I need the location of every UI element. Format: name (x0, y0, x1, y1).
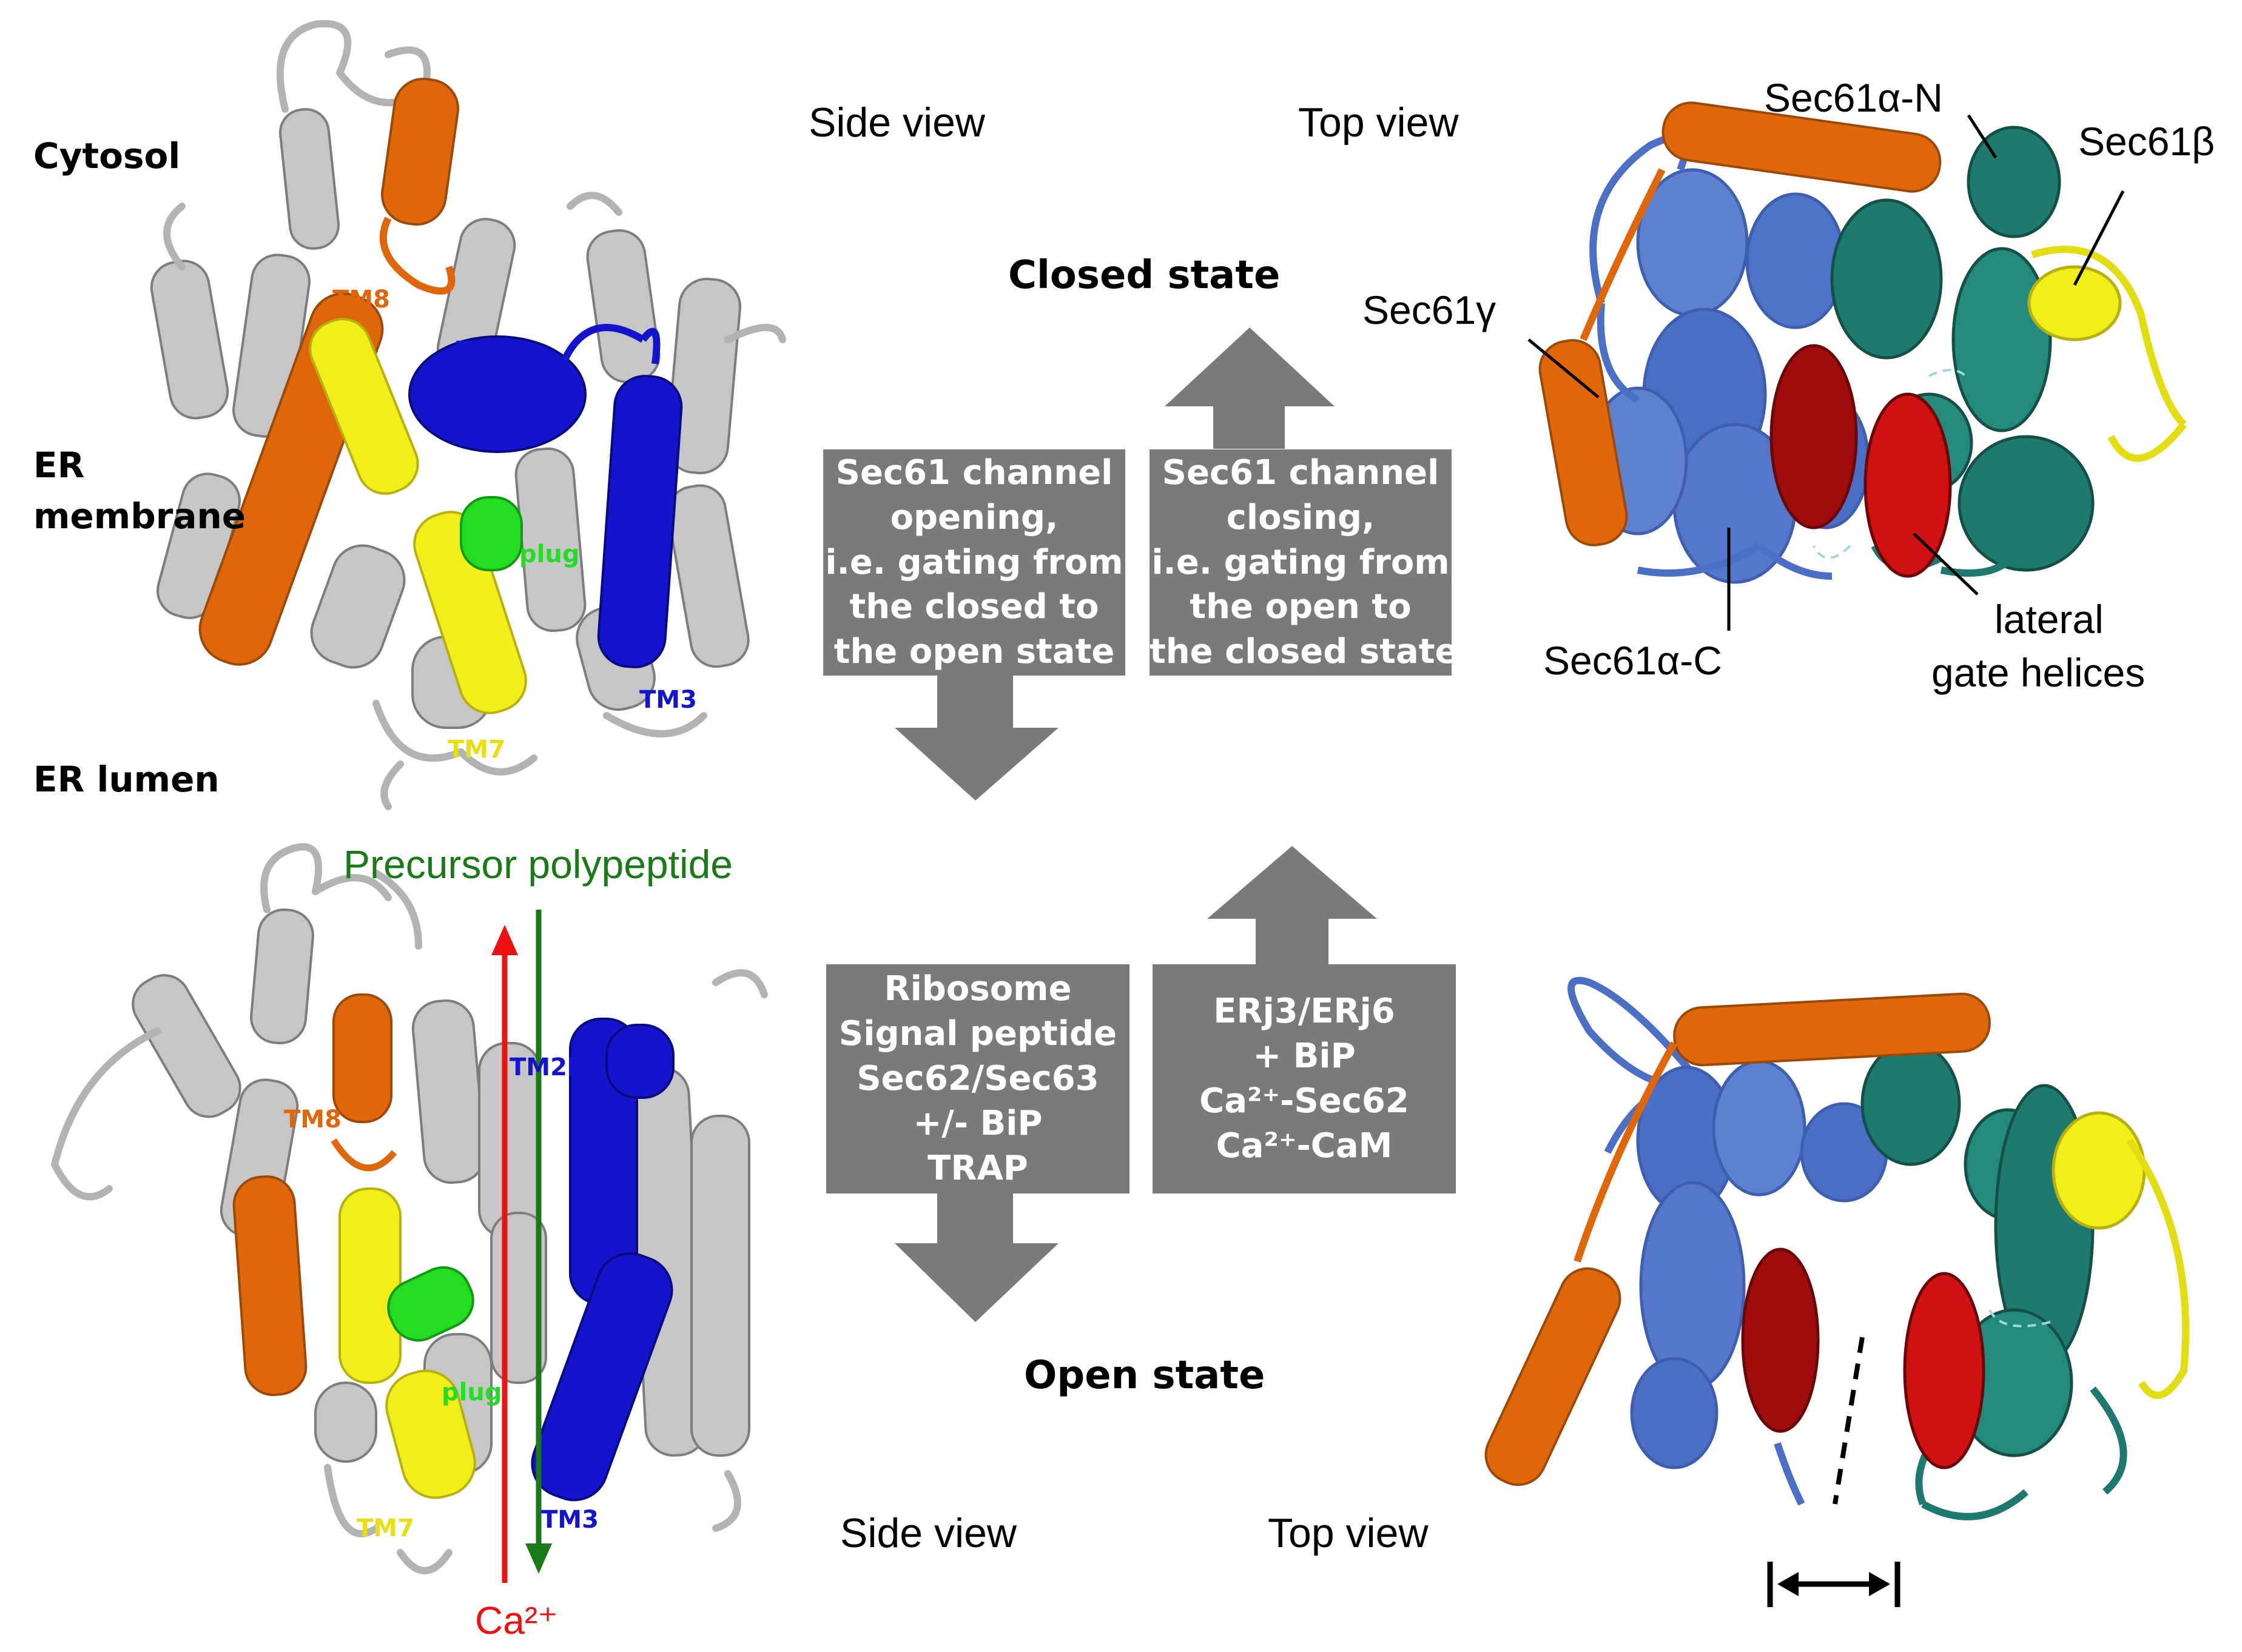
label-precursor-polypeptide: Precursor polypeptide (343, 842, 733, 887)
box-open-factor-3: Sec62/Sec63 (857, 1059, 1099, 1099)
label-tm7-open: TM7 (357, 1514, 414, 1542)
label-plug-closed: plug (519, 540, 580, 568)
closed-top-view-structure (1527, 101, 2187, 631)
box-open-factor-2: Signal peptide (838, 1014, 1117, 1054)
label-calcium: Ca²⁺ (475, 1599, 558, 1642)
label-sec61b: Sec61β (2078, 119, 2215, 164)
label-side-view-top: Side view (809, 99, 986, 146)
box-closing-line-5: the closed state (1150, 632, 1458, 672)
label-tm7-closed: TM7 (448, 736, 505, 764)
box-opening-line-4: the closed to (849, 587, 1099, 627)
arrow-up-upper (1165, 327, 1335, 449)
open-gate-dashed-line (1833, 1337, 1865, 1505)
open-side-view-structure (50, 843, 768, 1574)
box-open-factor-4: +/- BiP (913, 1103, 1043, 1143)
box-open-factor-1: Ribosome (884, 969, 1072, 1009)
label-tm3-open: TM3 (541, 1506, 599, 1534)
label-sec61a-c: Sec61α-C (1543, 638, 1722, 683)
box-closing-line-1: Sec61 channel (1162, 452, 1439, 492)
label-top-view-top: Top view (1298, 99, 1459, 146)
label-tm2b-closed: TM2b (456, 337, 531, 364)
arrow-up-lower (1207, 846, 1377, 970)
label-gate-helices: gate helices (1931, 650, 2146, 695)
box-opening-line-2: opening, (890, 497, 1059, 537)
label-side-view-bottom: Side view (840, 1510, 1017, 1556)
box-close-factor-3: Ca²⁺-Sec62 (1199, 1081, 1409, 1121)
label-sec61a-n: Sec61α-N (1764, 75, 1943, 120)
label-plug-open: plug (442, 1378, 502, 1406)
label-membrane: membrane (33, 495, 246, 537)
center-arrows (895, 327, 1377, 1322)
label-tm3-closed: TM3 (639, 686, 697, 714)
box-close-factor-1: ERj3/ERj6 (1213, 992, 1395, 1032)
box-closing-line-2: closing, (1226, 497, 1375, 537)
label-closed-state: Closed state (1008, 253, 1281, 298)
box-channel-opening: Sec61 channel opening, i.e. gating from … (823, 449, 1125, 676)
box-closing-line-4: the open to (1190, 587, 1412, 627)
open-top-view-structure (1484, 976, 2190, 1607)
box-close-factor-4: Ca²⁺-CaM (1216, 1126, 1393, 1166)
label-sec61g: Sec61γ (1362, 287, 1496, 332)
arrow-down-lower (895, 1183, 1059, 1322)
label-er-lumen: ER lumen (33, 759, 220, 800)
arrow-down-upper (895, 667, 1059, 801)
label-tm8-closed: TM8 (332, 286, 390, 314)
box-opening-line-5: the open state (833, 632, 1115, 672)
label-tm8-open: TM8 (284, 1106, 342, 1133)
box-close-factor-2: + BiP (1253, 1036, 1356, 1076)
label-top-view-bottom: Top view (1268, 1510, 1429, 1556)
label-cytosol: Cytosol (33, 135, 181, 176)
box-channel-closing: Sec61 channel closing, i.e. gating from … (1150, 449, 1458, 676)
label-open-state: Open state (1024, 1353, 1265, 1398)
gate-width-double-arrow (1767, 1562, 1900, 1607)
box-closing-line-3: i.e. gating from (1151, 542, 1450, 582)
box-opening-factors: Ribosome Signal peptide Sec62/Sec63 +/- … (826, 964, 1129, 1194)
label-er: ER (33, 445, 85, 486)
closed-side-view-structure (150, 20, 786, 810)
label-tm2b-open: TM2b (510, 1053, 585, 1081)
box-open-factor-5: TRAP (927, 1148, 1028, 1188)
box-opening-line-1: Sec61 channel (835, 452, 1113, 492)
label-lateral: lateral (1995, 597, 2104, 642)
box-opening-line-3: i.e. gating from (825, 542, 1123, 582)
box-closing-factors: ERj3/ERj6 + BiP Ca²⁺-Sec62 Ca²⁺-CaM (1153, 964, 1456, 1194)
translocation-arrows (491, 910, 552, 1583)
